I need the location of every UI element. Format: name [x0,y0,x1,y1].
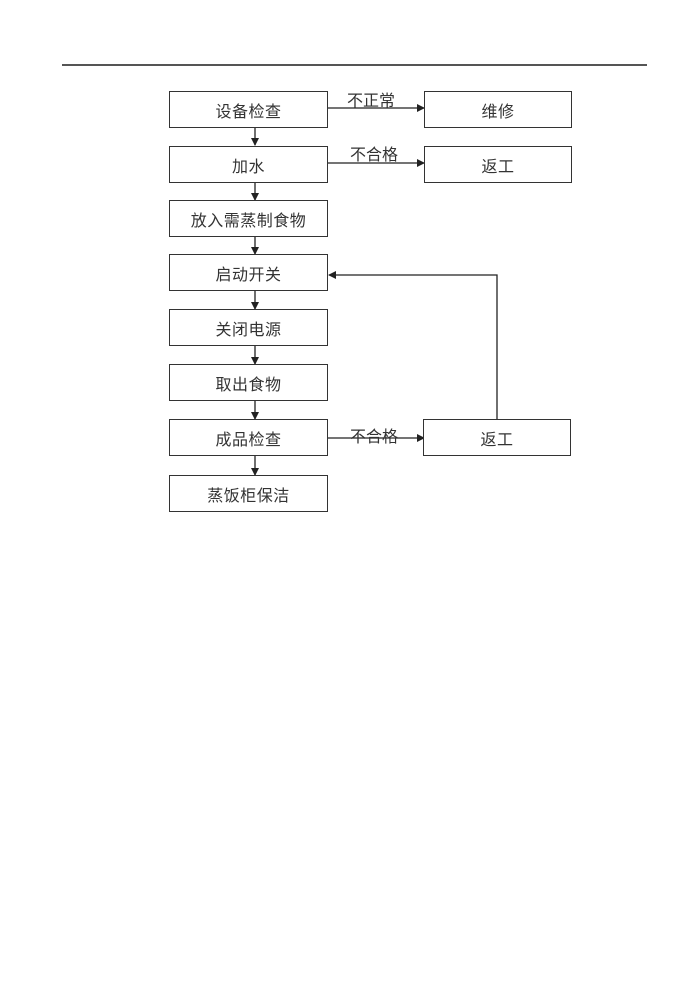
step-label: 返工 [480,430,514,449]
page-header-rule [62,64,647,66]
step-label: 取出食物 [215,375,282,394]
step-label: 蒸饭柜保洁 [207,486,290,505]
side-step-rework-2: 返工 [423,419,571,456]
step-label: 维修 [481,102,515,121]
side-step-repair: 维修 [424,91,572,128]
step-start-switch: 启动开关 [169,254,328,291]
step-load-food: 放入需蒸制食物 [169,200,328,237]
step-label: 成品检查 [215,430,282,449]
edge-label-unqualified: 不合格 [350,145,399,164]
step-label: 返工 [481,157,515,176]
step-remove-food: 取出食物 [169,364,328,401]
step-cabinet-cleaning: 蒸饭柜保洁 [169,475,328,512]
step-equipment-check: 设备检查 [169,91,328,128]
step-label: 启动开关 [215,265,282,284]
step-label: 加水 [231,157,265,176]
arrow-r3-s4-feedback [328,271,498,419]
edge-label-unqualified: 不合格 [350,427,399,446]
step-power-off: 关闭电源 [169,309,328,346]
step-add-water: 加水 [169,146,328,183]
step-label: 设备检查 [215,102,282,121]
step-label: 放入需蒸制食物 [190,211,307,230]
step-product-check: 成品检查 [169,419,328,456]
edge-label-abnormal: 不正常 [347,91,396,110]
step-label: 关闭电源 [215,320,282,339]
side-step-rework-1: 返工 [424,146,572,183]
